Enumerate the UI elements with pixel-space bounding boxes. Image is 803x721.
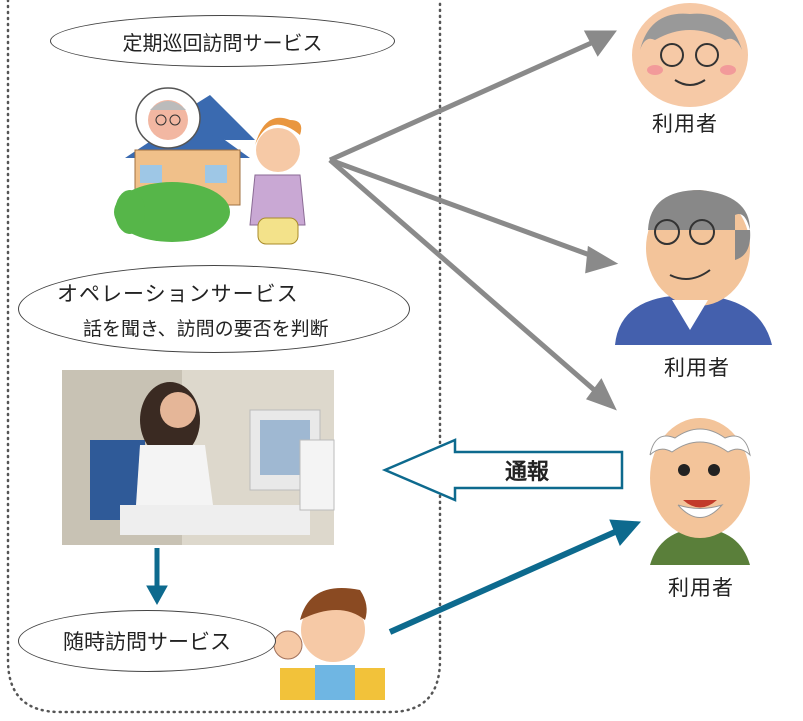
user-3-label: 利用者 <box>668 576 734 600</box>
user-1-illustration <box>632 3 748 107</box>
periodic-visit-label: 定期巡回訪問サービス <box>50 15 395 67</box>
operator-photo <box>62 370 335 545</box>
report-arrow <box>381 438 624 502</box>
service-area-border <box>6 0 442 714</box>
user-1-label: 利用者 <box>652 112 718 136</box>
anytime-caregiver-illustration <box>273 588 385 700</box>
user-2-label: 利用者 <box>664 356 730 380</box>
operation-service-label: オペレーションサービス 話を聞き、訪問の要否を判断 <box>18 265 410 353</box>
operation-service-title: オペレーションサービス <box>57 281 299 306</box>
down-arrow <box>146 548 168 606</box>
dispatch-arrow <box>388 519 642 635</box>
periodic-visit-arrows <box>328 30 619 411</box>
anytime-visit-text: 随時訪問サービス <box>63 630 231 654</box>
anytime-visit-label: 随時訪問サービス <box>18 610 276 672</box>
user-2-illustration <box>615 190 772 345</box>
report-label: 通報 <box>505 460 550 485</box>
operation-service-desc: 話を聞き、訪問の要否を判断 <box>83 317 329 340</box>
house-visit-illustration <box>114 87 306 245</box>
periodic-visit-text: 定期巡回訪問サービス <box>122 30 323 55</box>
user-3-illustration <box>649 418 751 565</box>
